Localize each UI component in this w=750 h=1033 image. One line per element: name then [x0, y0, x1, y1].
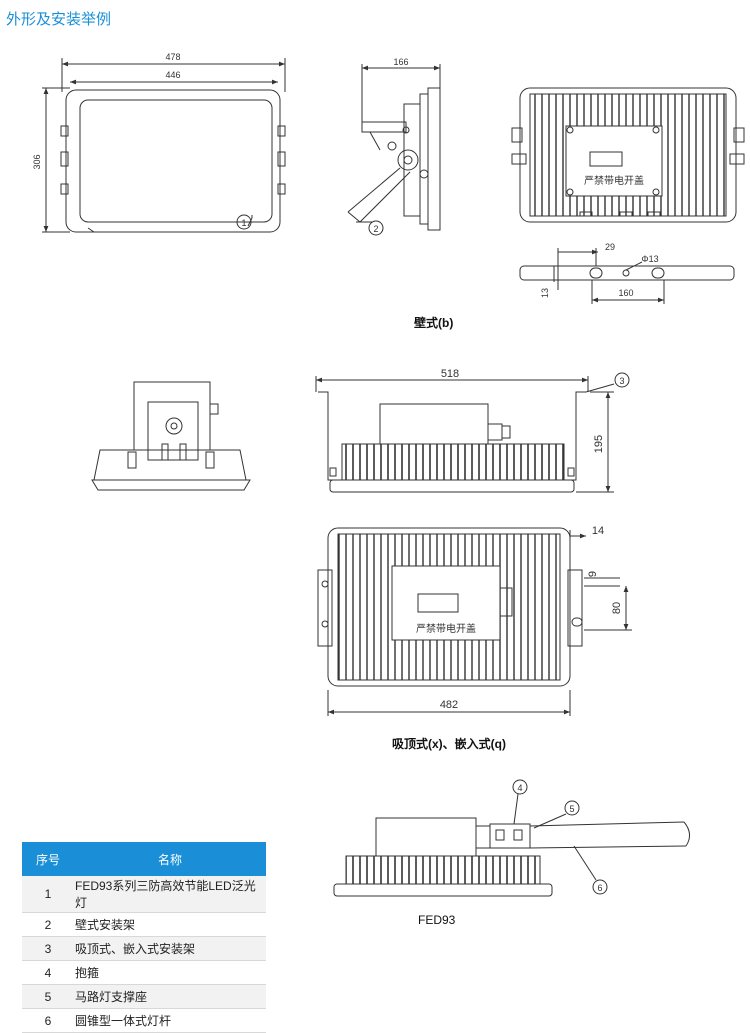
- ceiling-bottom-view: 严禁带电开盖 14 9 80 482: [317, 525, 632, 716]
- part-name: FED93系列三防高效节能LED泛光灯: [74, 876, 266, 913]
- part-name: 抱箍: [74, 960, 266, 985]
- pole-mount-view: 4 5 6: [333, 779, 690, 897]
- wall-rear-view: 严禁带电开盖: [511, 87, 745, 223]
- callout-2: 2: [373, 224, 378, 234]
- part-no: 2: [22, 912, 74, 937]
- part-no: 4: [22, 960, 74, 985]
- part-no: 5: [22, 984, 74, 1009]
- wall-side-view: 166 2: [347, 57, 441, 236]
- ceiling-warning-label: 严禁带电开盖: [416, 622, 476, 635]
- page-title: 外形及安装举例: [6, 11, 112, 28]
- callout-5: 5: [569, 804, 574, 814]
- dim-29: 29: [605, 242, 615, 252]
- dim-13: 13: [540, 288, 550, 298]
- callout-6: 6: [597, 883, 602, 893]
- dim-482: 482: [440, 699, 458, 711]
- dim-446: 446: [165, 70, 180, 80]
- part-name: 壁式安装架: [74, 912, 266, 937]
- dim-518: 518: [441, 368, 459, 380]
- dim-14: 14: [592, 525, 604, 537]
- ceiling-side-view: 518 3 195: [315, 368, 630, 493]
- dim-195: 195: [593, 435, 605, 453]
- ceiling-end-view: [91, 381, 251, 491]
- part-no: 1: [22, 876, 74, 913]
- callout-3: 3: [619, 376, 624, 386]
- dim-phi13: Φ13: [641, 254, 658, 264]
- part-name: 圆锥型一体式灯杆: [74, 1008, 266, 1033]
- wall-front-view: 478 446 306 1: [32, 52, 286, 233]
- bracket-detail: 29 Φ13 160 13: [519, 242, 735, 304]
- header-name: 名称: [74, 842, 266, 876]
- part-no: 3: [22, 936, 74, 961]
- part-no: 6: [22, 1008, 74, 1033]
- dim-306: 306: [32, 154, 42, 169]
- header-no: 序号: [22, 842, 74, 876]
- callout-1: 1: [241, 218, 246, 228]
- dim-80: 80: [611, 602, 623, 614]
- dim-160: 160: [618, 288, 633, 298]
- part-name: 马路灯支撑座: [74, 984, 266, 1009]
- caption-ceiling: 吸顶式(x)、嵌入式(q): [392, 737, 506, 751]
- dim-166: 166: [393, 57, 408, 67]
- dim-9: 9: [587, 571, 599, 577]
- callout-4: 4: [517, 783, 522, 793]
- caption-wall: 壁式(b): [414, 316, 454, 330]
- dim-478: 478: [165, 52, 180, 62]
- parts-table-header: 序号 名称: [22, 842, 266, 876]
- wall-warning-label: 严禁带电开盖: [584, 174, 644, 187]
- caption-pole: FED93: [418, 913, 456, 927]
- part-name: 吸顶式、嵌入式安装架: [74, 936, 266, 961]
